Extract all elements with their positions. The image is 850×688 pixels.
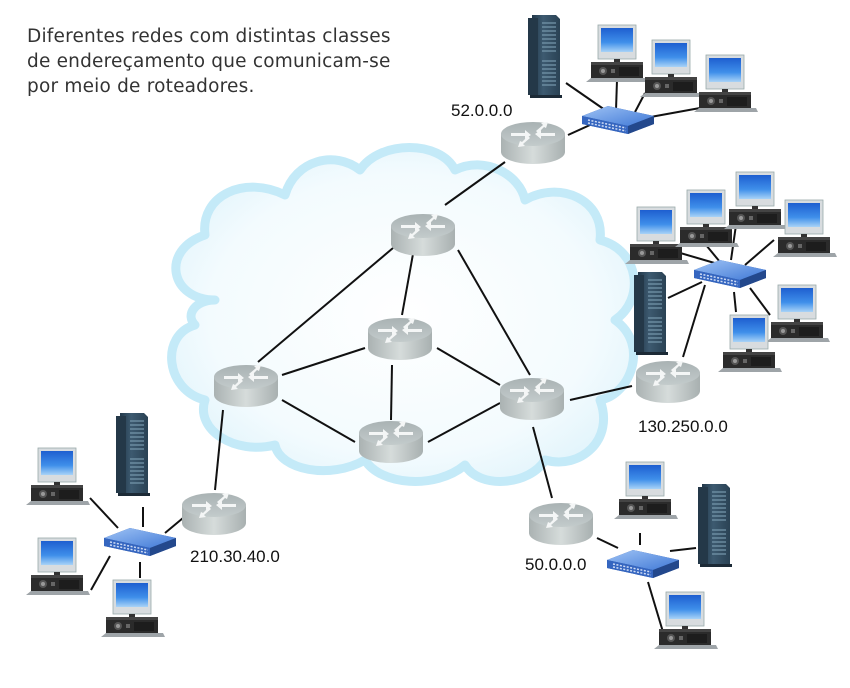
diagram-caption: Diferentes redes com distintas classes d… (27, 24, 391, 99)
caption-line: de endereçamento que comunicam-se (27, 51, 391, 72)
pc-icon (624, 206, 690, 265)
pc-icon (765, 284, 831, 343)
link (436, 347, 501, 386)
core-router-top (391, 214, 455, 256)
link (444, 161, 506, 206)
link (733, 291, 737, 313)
network-label-130: 130.250.0.0 (638, 417, 728, 436)
server-icon (697, 483, 733, 568)
link (164, 517, 184, 534)
link (749, 287, 771, 316)
core-router-left (214, 365, 278, 407)
link (730, 224, 737, 261)
link (565, 82, 606, 111)
lan-50 (606, 461, 733, 650)
link (281, 399, 356, 443)
link (567, 124, 591, 136)
switch-icon (606, 549, 680, 579)
pc-icon (723, 171, 789, 230)
link (90, 555, 111, 591)
link (644, 107, 701, 119)
pc-icon (25, 537, 91, 596)
link (89, 497, 119, 529)
edge-router-130 (636, 361, 700, 403)
pc-icon (25, 447, 91, 506)
link (390, 364, 393, 421)
link (257, 247, 394, 363)
link (427, 402, 501, 443)
lan-210 (25, 412, 177, 638)
caption-line: por meio de roteadores. (27, 76, 255, 97)
edge-router-50 (529, 503, 593, 545)
link (615, 79, 618, 111)
server-icon (633, 271, 669, 356)
link (569, 385, 633, 401)
link (214, 409, 224, 491)
network-label-210: 210.30.40.0 (190, 547, 280, 566)
network-label-52: 52.0.0.0 (451, 101, 512, 120)
server-icon (115, 412, 151, 497)
server-icon (527, 14, 563, 99)
switch-icon (581, 105, 655, 135)
switch-icon (693, 259, 767, 289)
lan-52 (527, 14, 759, 135)
link (647, 581, 664, 633)
link (669, 547, 697, 552)
link (744, 239, 775, 266)
pc-icon (639, 39, 705, 98)
link (705, 244, 721, 263)
pc-icon (693, 54, 759, 113)
link (532, 426, 553, 499)
link (457, 249, 531, 376)
pc-icon (100, 579, 166, 638)
caption-line: Diferentes redes com distintas classes (27, 26, 391, 47)
link (281, 347, 366, 376)
network-label-50: 50.0.0.0 (525, 555, 586, 574)
pc-icon (613, 461, 679, 520)
link (596, 537, 619, 549)
edge-router-52 (501, 122, 565, 164)
pc-icon (585, 24, 651, 83)
link (401, 253, 414, 316)
edge-router-210 (182, 493, 246, 535)
core-router-right (500, 378, 564, 420)
core-router-center (368, 318, 432, 360)
pc-icon (653, 591, 719, 650)
core-router-bottom (359, 421, 423, 463)
link (667, 281, 703, 299)
link (682, 284, 706, 358)
lan-130 (624, 171, 838, 373)
